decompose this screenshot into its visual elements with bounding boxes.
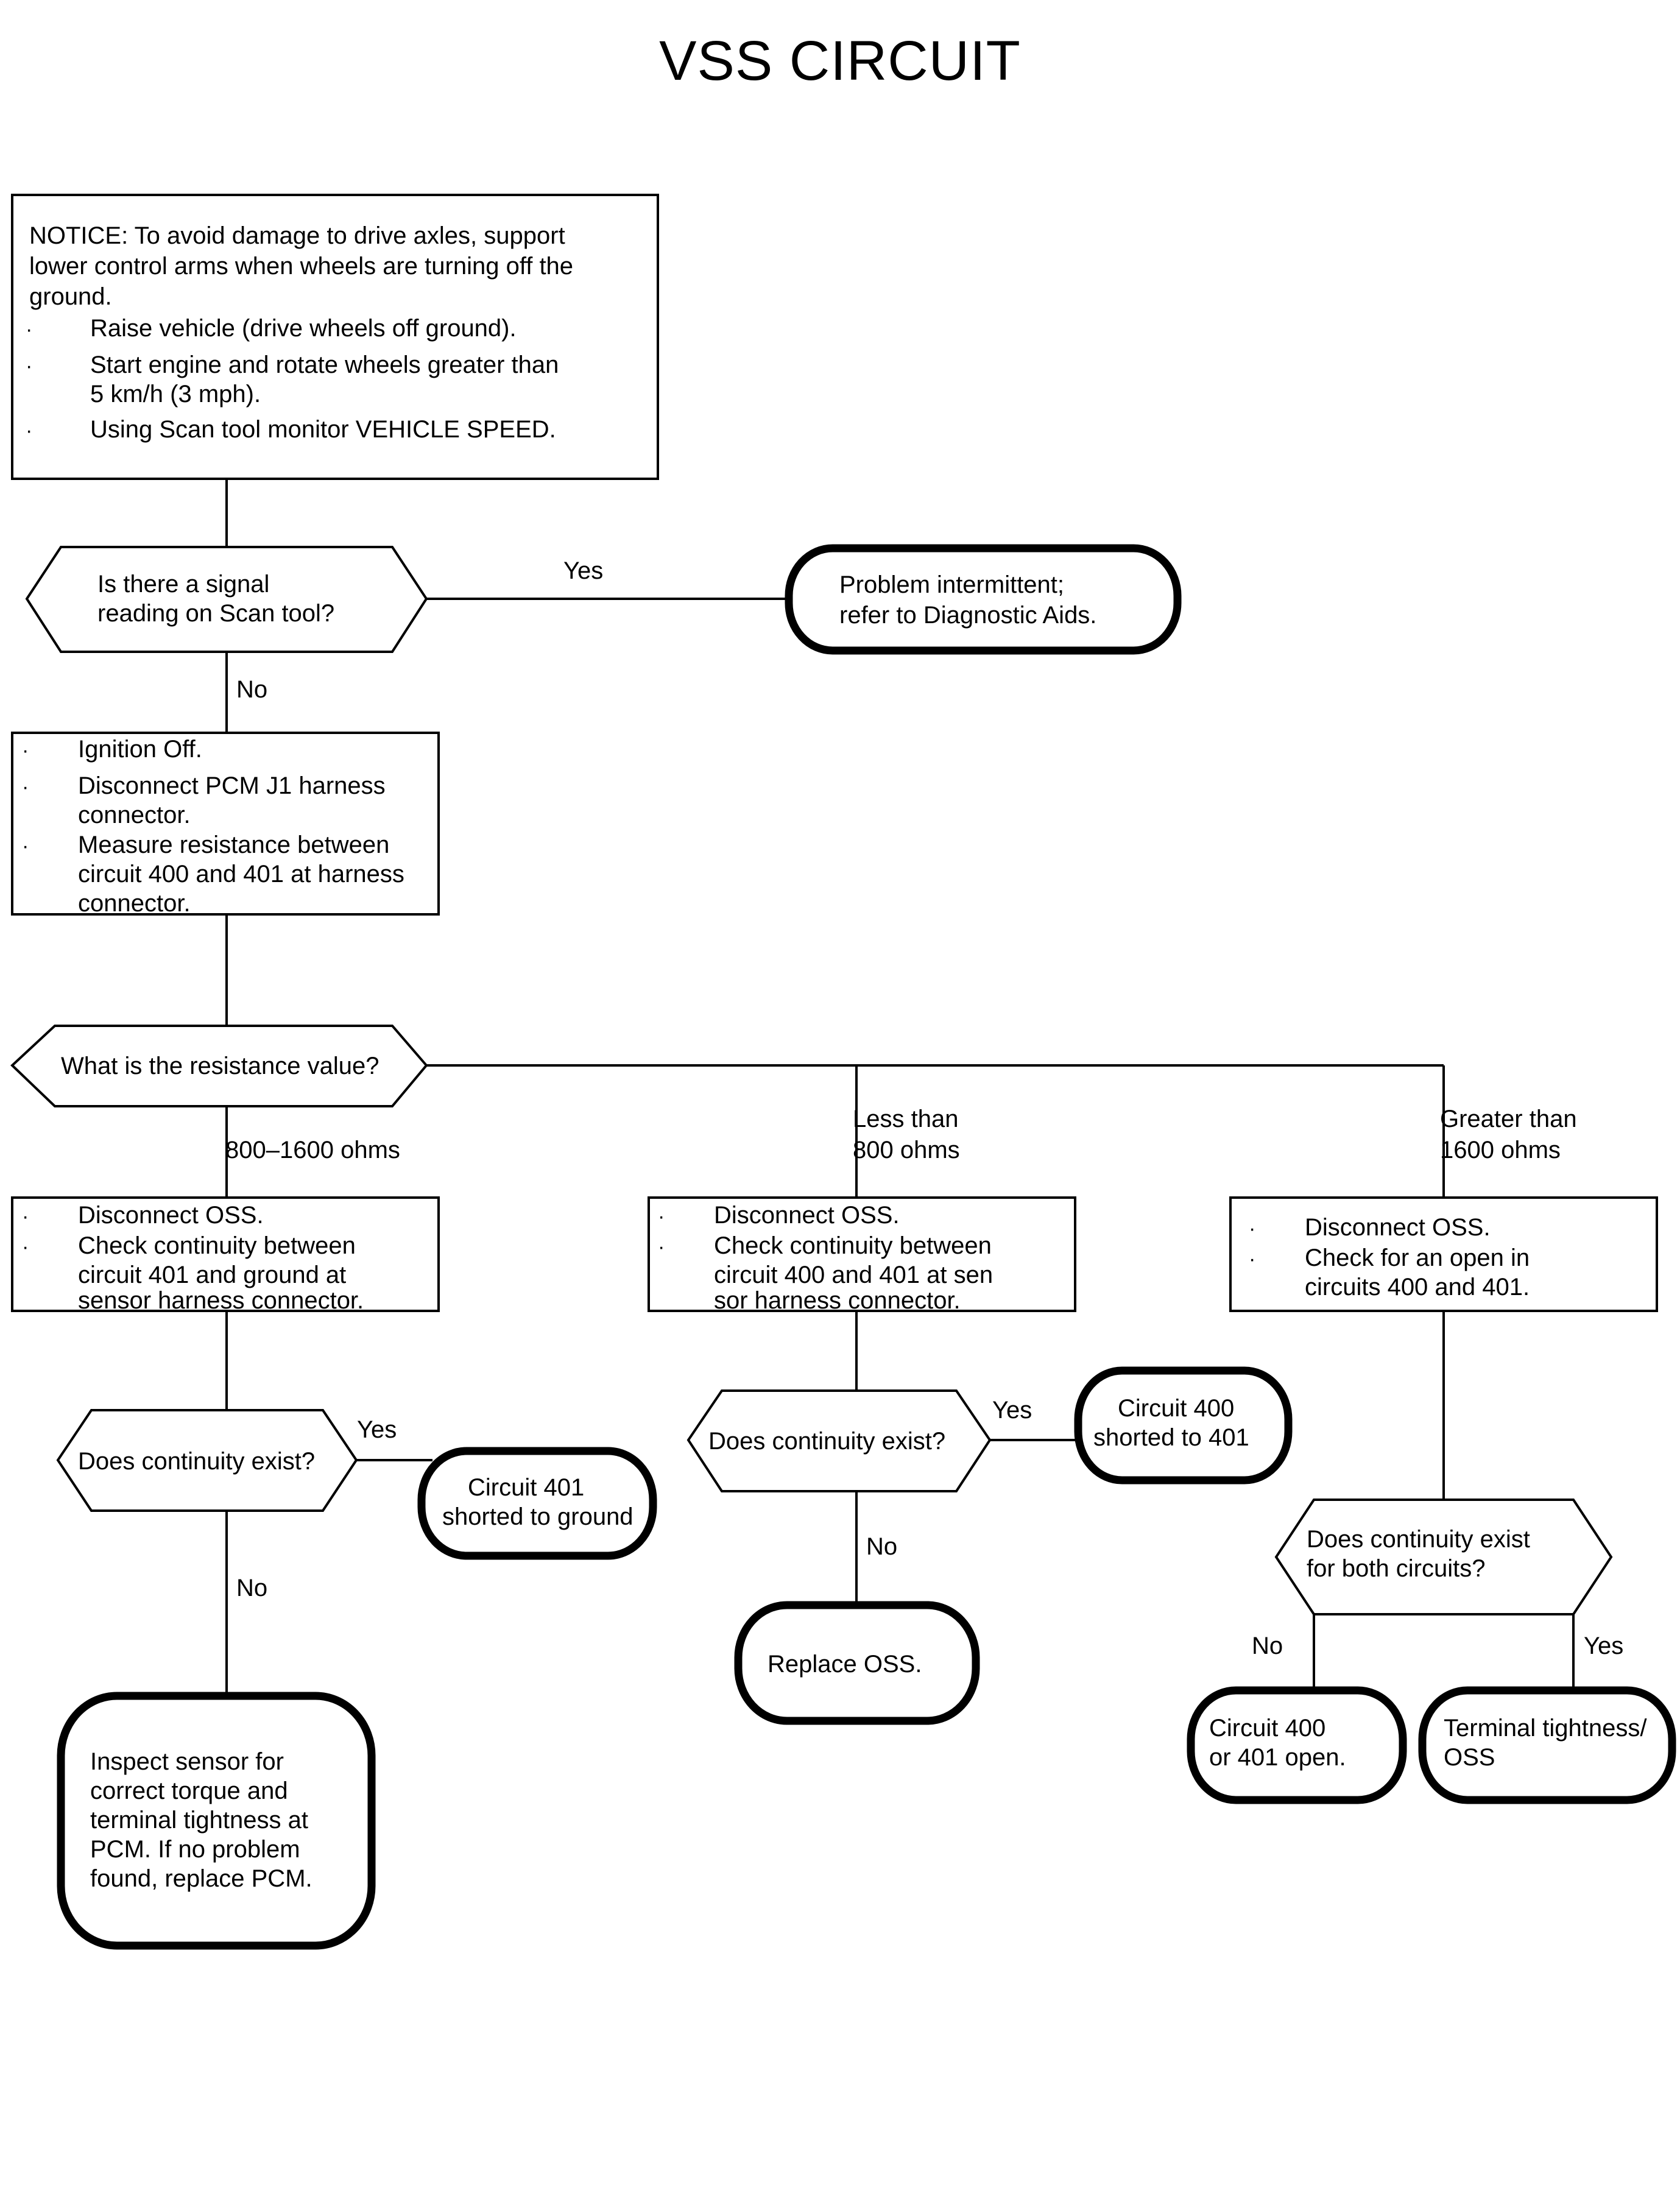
- decision-continuity-left[interactable]: Does continuity exist?: [56, 1409, 358, 1512]
- edge-label-both-no: No: [1252, 1633, 1283, 1659]
- terminator-replaceoss-line-1: Replace OSS.: [768, 1651, 922, 1678]
- decision-continuity-mid[interactable]: Does continuity exist?: [686, 1389, 992, 1492]
- terminator-problem-intermittent[interactable]: Problem intermittent; refer to Diagnosti…: [785, 544, 1182, 655]
- notice-bullet-2-line-1: Start engine and rotate wheels greater t…: [90, 351, 559, 378]
- notice-bullet-marker-1: ·: [26, 318, 32, 341]
- left-bullet-1-line-1: Disconnect OSS.: [78, 1202, 264, 1229]
- edge-label-resistance-mid-line-2: 800 ohms: [853, 1137, 960, 1163]
- decision-signal-reading[interactable]: Is there a signal reading on Scan tool?: [25, 546, 428, 653]
- edge-label-mid-yes: Yes: [992, 1397, 1032, 1424]
- mid-bullet-2-line-2: circuit 400 and 401 at sen: [714, 1262, 993, 1288]
- terminator-inspect-line-3: terminal tightness at: [90, 1807, 308, 1834]
- left-bullet-marker-1: ·: [22, 1205, 29, 1228]
- terminator-400open-line-2: or 401 open.: [1209, 1744, 1346, 1771]
- measure-bullet-marker-1: ·: [22, 739, 29, 762]
- edge-label-resistance-right-line-1: Greater than: [1440, 1106, 1577, 1132]
- left-bullet-2-line-2: circuit 401 and ground at: [78, 1262, 346, 1288]
- decision-resistance-value[interactable]: What is the resistance value?: [10, 1025, 428, 1107]
- process-measure-resistance: · Ignition Off. · Disconnect PCM J1 harn…: [11, 732, 440, 917]
- edge-label-signal-yes: Yes: [563, 557, 603, 584]
- page-title: VSS CIRCUIT: [659, 30, 1021, 92]
- left-bullet-marker-2: ·: [22, 1235, 29, 1259]
- edge-label-signal-no: No: [236, 676, 267, 703]
- notice-bullet-3-line-1: Using Scan tool monitor VEHICLE SPEED.: [90, 416, 556, 443]
- decision-left-line-1: Does continuity exist?: [78, 1448, 315, 1475]
- mid-bullet-marker-2: ·: [658, 1235, 665, 1259]
- terminator-tightness-line-1: Terminal tightness/: [1444, 1715, 1647, 1742]
- right-bullet-2-line-1: Check for an open in: [1305, 1244, 1530, 1271]
- left-bullet-2-line-1: Check continuity between: [78, 1232, 356, 1259]
- terminator-400open-line-1: Circuit 400: [1209, 1715, 1325, 1742]
- edge-label-left-no: No: [236, 1575, 267, 1601]
- notice-heading-line-1: NOTICE: To avoid damage to drive axles, …: [29, 222, 565, 249]
- decision-signal-line-2: reading on Scan tool?: [97, 600, 334, 627]
- decision-continuity-both[interactable]: Does continuity exist for both circuits?: [1274, 1499, 1613, 1615]
- decision-signal-line-1: Is there a signal: [97, 571, 269, 598]
- decision-resistance-line-1: What is the resistance value?: [61, 1053, 379, 1079]
- mid-bullet-2-line-1: Check continuity between: [714, 1232, 992, 1259]
- terminator-400-shorted-401[interactable]: Circuit 400 shorted to 401: [1074, 1366, 1293, 1485]
- right-bullet-marker-2: ·: [1249, 1248, 1255, 1271]
- process-check-open: · Disconnect OSS. · Check for an open in…: [1229, 1196, 1658, 1312]
- terminator-intermittent-line-1: Problem intermittent;: [839, 571, 1064, 598]
- measure-bullet-2-line-1: Disconnect PCM J1 harness: [78, 772, 386, 799]
- edge-label-mid-no: No: [866, 1533, 897, 1560]
- notice-bullet-1-line-1: Raise vehicle (drive wheels off ground).: [90, 315, 517, 342]
- right-bullet-marker-1: ·: [1249, 1217, 1255, 1240]
- mid-bullet-marker-1: ·: [658, 1205, 665, 1228]
- edge-label-resistance-mid-line-1: Less than: [853, 1106, 958, 1132]
- terminator-401ground-line-1: Circuit 401: [468, 1474, 584, 1501]
- decision-mid-line-1: Does continuity exist?: [708, 1428, 945, 1455]
- measure-bullet-3-line-1: Measure resistance between: [78, 831, 389, 858]
- right-bullet-2-line-2: circuits 400 and 401.: [1305, 1274, 1530, 1301]
- notice-bullet-2-line-2: 5 km/h (3 mph).: [90, 381, 261, 408]
- measure-bullet-3-line-3: connector.: [78, 890, 191, 917]
- terminator-intermittent-line-2: refer to Diagnostic Aids.: [839, 602, 1096, 629]
- terminator-401-shorted-ground[interactable]: Circuit 401 shorted to ground: [417, 1447, 657, 1560]
- edge-label-resistance-left: 800–1600 ohms: [225, 1137, 400, 1163]
- notice-bullet-marker-2: ·: [26, 355, 32, 378]
- measure-bullet-1-line-1: Ignition Off.: [78, 736, 202, 763]
- terminator-401ground-line-2: shorted to ground: [442, 1503, 634, 1530]
- terminator-400shorted-line-1: Circuit 400: [1118, 1395, 1234, 1422]
- measure-bullet-2-line-2: connector.: [78, 802, 191, 828]
- edge-label-both-yes: Yes: [1584, 1633, 1623, 1659]
- decision-both-line-1: Does continuity exist: [1307, 1526, 1530, 1553]
- terminator-400-401-open[interactable]: Circuit 400 or 401 open.: [1187, 1686, 1407, 1804]
- terminator-replace-oss[interactable]: Replace OSS.: [734, 1601, 980, 1725]
- measure-bullet-marker-3: ·: [22, 835, 29, 858]
- terminator-400shorted-line-2: shorted to 401: [1093, 1424, 1249, 1451]
- left-bullet-2-line-3: sensor harness connector.: [78, 1287, 364, 1314]
- notice-heading-line-2: lower control arms when wheels are turni…: [29, 253, 573, 280]
- terminator-terminal-tightness-oss[interactable]: Terminal tightness/ OSS: [1418, 1686, 1676, 1804]
- process-check-401-ground: · Disconnect OSS. · Check continuity bet…: [11, 1196, 440, 1314]
- right-bullet-1-line-1: Disconnect OSS.: [1305, 1214, 1491, 1241]
- process-check-400-401: · Disconnect OSS. · Check continuity bet…: [648, 1196, 1076, 1314]
- mid-bullet-1-line-1: Disconnect OSS.: [714, 1202, 900, 1229]
- terminator-inspect-sensor-pcm[interactable]: Inspect sensor for correct torque and te…: [57, 1692, 376, 1950]
- edge-label-left-yes: Yes: [357, 1416, 397, 1443]
- terminator-tightness-line-2: OSS: [1444, 1744, 1495, 1771]
- notice-box: NOTICE: To avoid damage to drive axles, …: [11, 194, 659, 480]
- measure-bullet-marker-2: ·: [22, 775, 29, 799]
- edge-label-resistance-right-line-2: 1600 ohms: [1440, 1137, 1561, 1163]
- notice-heading-line-3: ground.: [29, 283, 112, 310]
- terminator-inspect-line-2: correct torque and: [90, 1778, 288, 1804]
- terminator-inspect-line-4: PCM. If no problem: [90, 1836, 300, 1863]
- notice-bullet-marker-3: ·: [26, 419, 32, 442]
- terminator-inspect-line-5: found, replace PCM.: [90, 1865, 312, 1892]
- terminator-inspect-line-1: Inspect sensor for: [90, 1748, 284, 1775]
- mid-bullet-2-line-3: sor harness connector.: [714, 1287, 961, 1314]
- decision-both-line-2: for both circuits?: [1307, 1555, 1485, 1582]
- measure-bullet-3-line-2: circuit 400 and 401 at harness: [78, 861, 404, 888]
